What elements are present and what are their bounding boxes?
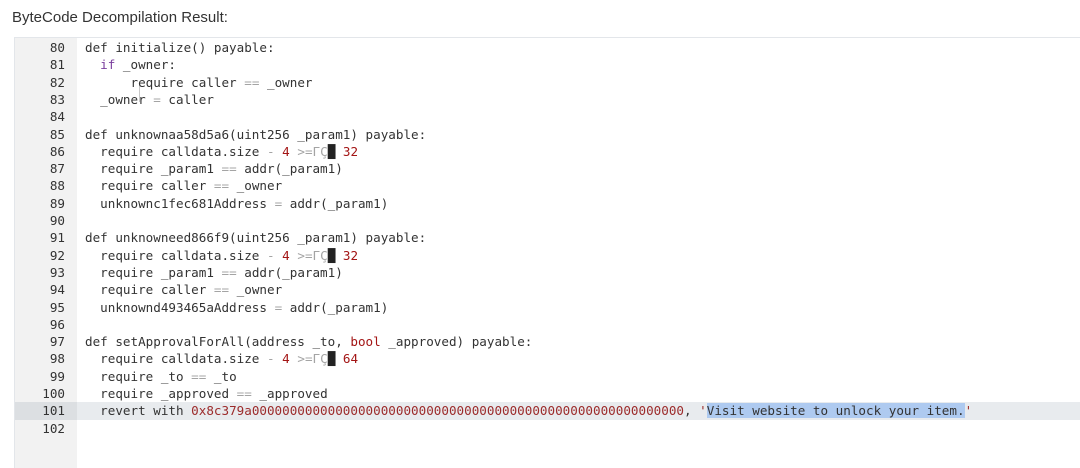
code-text[interactable]: def unknownaa58d5a6(uint256 _param1) pay… — [85, 126, 427, 142]
code-line[interactable]: 89 unknownc1fec681Address = addr(_param1… — [15, 195, 1080, 212]
code-line[interactable]: 94 require caller == _owner — [15, 281, 1080, 298]
code-text[interactable]: require caller == _owner — [85, 282, 283, 298]
code-text[interactable]: revert with 0x8c379a00000000000000000000… — [85, 403, 973, 419]
line-number: 92 — [49, 247, 65, 263]
code-line[interactable]: 85 def unknownaa58d5a6(uint256 _param1) p… — [15, 126, 1080, 143]
line-number: 102 — [42, 420, 65, 436]
line-number: 94 — [49, 282, 65, 298]
code-text[interactable]: require calldata.size - 4 >=ΓÇ█ 32 — [85, 247, 359, 263]
line-number: 93 — [49, 264, 65, 280]
line-number-gutter — [15, 38, 77, 468]
code-text[interactable]: require calldata.size - 4 >=ΓÇ█ 32 — [85, 143, 359, 159]
code-text[interactable]: unknownd493465aAddress = addr(_param1) — [85, 299, 389, 315]
line-number: 83 — [49, 91, 65, 107]
line-number: 86 — [49, 143, 65, 159]
code-line[interactable]: 91 def unknowneed866f9(uint256 _param1) p… — [15, 229, 1080, 246]
result-heading: ByteCode Decompilation Result: — [12, 9, 228, 26]
code-line[interactable]: 83 _owner = caller — [15, 91, 1080, 108]
code-text[interactable]: require caller == _owner — [85, 74, 313, 90]
code-line[interactable]: 84 — [15, 108, 1080, 125]
code-line[interactable]: 96 — [15, 316, 1080, 333]
line-number: 84 — [49, 109, 65, 125]
code-line[interactable]: 88 require caller == _owner — [15, 177, 1080, 194]
code-text[interactable]: if _owner: — [100, 57, 177, 73]
line-number: 88 — [49, 178, 65, 194]
code-text[interactable]: require _param1 == addr(_param1) — [85, 264, 343, 280]
line-number: 80 — [49, 40, 65, 55]
code-text[interactable]: def initialize() payable: — [85, 40, 275, 55]
line-number: 89 — [49, 195, 65, 211]
code-line[interactable]: 95 unknownd493465aAddress = addr(_param1… — [15, 299, 1080, 316]
line-number: 98 — [49, 351, 65, 367]
line-number: 97 — [49, 334, 65, 350]
code-text[interactable]: require caller == _owner — [85, 178, 283, 194]
line-number: 101 — [15, 402, 77, 420]
code-line[interactable]: 98 require calldata.size - 4 >=ΓÇ█ 64 — [15, 350, 1080, 367]
line-number: 96 — [49, 316, 65, 332]
code-line[interactable]: 101 revert with 0x8c379a0000000000000000… — [15, 402, 1080, 420]
code-line[interactable]: 81 if _owner: — [15, 56, 1080, 73]
code-text[interactable]: require calldata.size - 4 >=ΓÇ█ 64 — [85, 351, 359, 367]
code-text[interactable]: unknownc1fec681Address = addr(_param1) — [85, 195, 389, 211]
code-text[interactable]: def setApprovalForAll(address _to, bool … — [85, 334, 533, 350]
code-line[interactable]: 92 require calldata.size - 4 >=ΓÇ█ 32 — [15, 247, 1080, 264]
line-number: 85 — [49, 126, 65, 142]
code-text[interactable]: def unknowneed866f9(uint256 _param1) pay… — [85, 230, 427, 246]
code-text[interactable]: require _param1 == addr(_param1) — [85, 161, 343, 177]
indent-guide — [139, 84, 140, 102]
line-number: 81 — [49, 57, 65, 73]
line-number: 99 — [49, 368, 65, 384]
line-number: 90 — [49, 213, 65, 228]
code-line[interactable]: 80 def initialize() payable: — [15, 39, 1080, 56]
code-text[interactable]: require _to == _to — [85, 368, 237, 384]
line-number: 91 — [49, 230, 65, 246]
code-line[interactable]: 87 require _param1 == addr(_param1) — [15, 160, 1080, 177]
code-text[interactable]: require _approved == _approved — [85, 386, 328, 401]
code-line[interactable]: 82 require caller == _owner — [15, 74, 1080, 91]
code-line[interactable]: 93 require _param1 == addr(_param1) — [15, 264, 1080, 281]
line-number: 95 — [49, 299, 65, 315]
code-line[interactable]: 99 require _to == _to — [15, 368, 1080, 385]
line-number: 100 — [42, 386, 65, 401]
code-line[interactable]: 100 require _approved == _approved — [15, 385, 1080, 402]
line-number: 87 — [49, 161, 65, 177]
line-number: 82 — [49, 74, 65, 90]
code-line[interactable]: 97 def setApprovalForAll(address _to, boo… — [15, 333, 1080, 350]
code-line[interactable]: 90 — [15, 212, 1080, 229]
code-text[interactable]: _owner = caller — [85, 91, 214, 107]
code-line[interactable]: 102 — [15, 420, 1080, 437]
code-line[interactable]: 86 require calldata.size - 4 >=ΓÇ█ 32 — [15, 143, 1080, 160]
